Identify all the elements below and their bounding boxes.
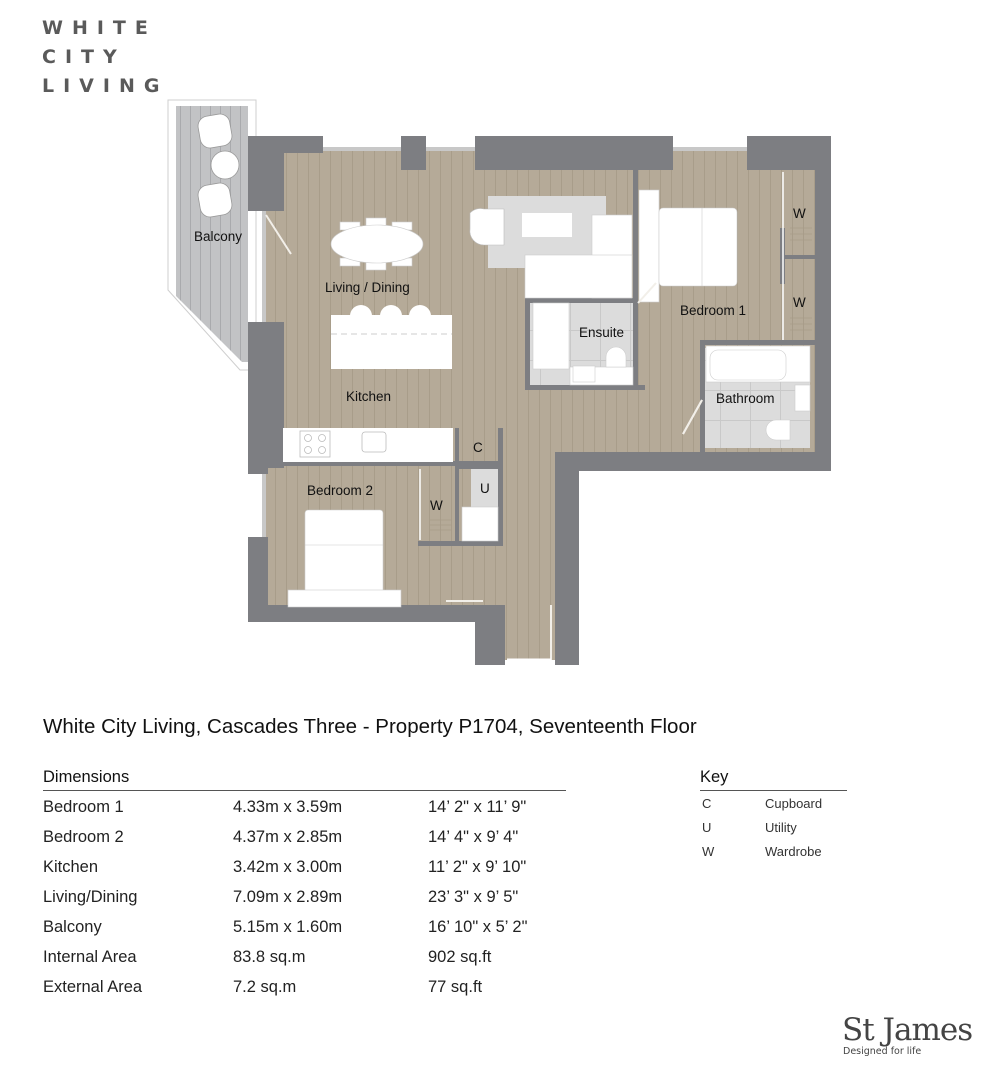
room-name: Bedroom 1 <box>43 798 124 816</box>
kitchen-counter <box>283 428 453 462</box>
brand-name: St James <box>842 1012 973 1048</box>
floor-plan: Balcony Living / Dining Kitchen Ensuite … <box>167 99 831 665</box>
metric-size: 83.8 sq.m <box>233 948 306 966</box>
metric-size: 7.2 sq.m <box>233 978 297 996</box>
room-name: External Area <box>43 978 143 996</box>
room-name: Living/Dining <box>43 888 138 906</box>
table-row: Internal Area 83.8 sq.m 902 sq.ft <box>43 941 566 971</box>
st-james-logo: St James Designed for life <box>842 1012 973 1057</box>
room-name: Bedroom 2 <box>43 828 124 846</box>
room-name: Internal Area <box>43 948 137 966</box>
key-heading: Key <box>700 768 847 791</box>
label-cupboard: C <box>473 440 483 455</box>
label-ensuite: Ensuite <box>579 325 624 340</box>
key-code: C <box>702 796 712 811</box>
label-utility: U <box>480 481 490 496</box>
room-name: Balcony <box>43 918 102 936</box>
imperial-size: 16’ 10" x 5’ 2" <box>428 918 528 936</box>
imperial-size: 902 sq.ft <box>428 948 492 966</box>
label-bedroom-1: Bedroom 1 <box>680 303 746 318</box>
utility <box>461 469 499 542</box>
wardrobe-2-hatching <box>430 519 452 531</box>
label-wardrobe-1: W <box>793 206 806 221</box>
table-row: Balcony 5.15m x 1.60m 16’ 10" x 5’ 2" <box>43 911 566 941</box>
key-code: U <box>702 820 712 835</box>
key-item: U Utility <box>700 815 847 839</box>
label-balcony: Balcony <box>194 229 242 244</box>
brand-tagline: Designed for life <box>843 1046 922 1057</box>
table-row: External Area 7.2 sq.m 77 sq.ft <box>43 971 566 1001</box>
dimensions-heading: Dimensions <box>43 768 566 791</box>
dining-table <box>330 217 424 271</box>
kitchen-island <box>331 305 452 369</box>
label-bathroom: Bathroom <box>716 391 775 406</box>
sofa <box>469 196 633 299</box>
table-row: Bedroom 2 4.37m x 2.85m 14’ 4" x 9’ 4" <box>43 821 566 851</box>
key-item: C Cupboard <box>700 791 847 815</box>
key-item: W Wardrobe <box>700 839 847 863</box>
key-label: Utility <box>765 820 797 835</box>
key-label: Wardrobe <box>765 844 822 859</box>
bed-1 <box>638 189 738 303</box>
balcony <box>167 99 257 371</box>
metric-size: 5.15m x 1.60m <box>233 918 343 936</box>
room-name: Kitchen <box>43 858 99 876</box>
key-code: W <box>702 844 715 859</box>
imperial-size: 14’ 4" x 9’ 4" <box>428 828 519 846</box>
ensuite-fixtures <box>532 302 634 386</box>
imperial-size: 11’ 2" x 9’ 10" <box>428 858 527 876</box>
dimensions-table: Dimensions Bedroom 1 4.33m x 3.59m 14’ 2… <box>43 768 566 1001</box>
metric-size: 7.09m x 2.89m <box>233 888 343 906</box>
label-wardrobe-3: W <box>430 498 443 513</box>
logo-line-1: WHITE <box>42 17 157 39</box>
label-living-dining: Living / Dining <box>325 280 410 295</box>
metric-size: 4.37m x 2.85m <box>233 828 343 846</box>
table-row: Bedroom 1 4.33m x 3.59m 14’ 2" x 11’ 9" <box>43 791 566 821</box>
wardrobe-hatching <box>790 227 812 331</box>
logo-line-2: CITY <box>42 46 126 68</box>
walls <box>248 136 831 665</box>
metric-size: 4.33m x 3.59m <box>233 798 343 816</box>
property-title: White City Living, Cascades Three - Prop… <box>43 715 697 738</box>
key-legend: Key C Cupboard U Utility W Wardrobe <box>700 768 847 863</box>
table-row: Kitchen 3.42m x 3.00m 11’ 2" x 9’ 10" <box>43 851 566 881</box>
imperial-size: 14’ 2" x 11’ 9" <box>428 798 527 816</box>
imperial-size: 23’ 3" x 9’ 5" <box>428 888 519 906</box>
bathroom-fixtures <box>705 345 811 441</box>
key-label: Cupboard <box>765 796 823 811</box>
white-city-living-logo: WHITE CITY LIVING <box>42 14 168 101</box>
bed-2 <box>287 509 402 608</box>
imperial-size: 77 sq.ft <box>428 978 483 996</box>
label-wardrobe-2: W <box>793 295 806 310</box>
table-row: Living/Dining 7.09m x 2.89m 23’ 3" x 9’ … <box>43 881 566 911</box>
label-kitchen: Kitchen <box>346 389 391 404</box>
label-bedroom-2: Bedroom 2 <box>307 483 373 498</box>
logo-line-3: LIVING <box>42 75 169 97</box>
metric-size: 3.42m x 3.00m <box>233 858 343 876</box>
